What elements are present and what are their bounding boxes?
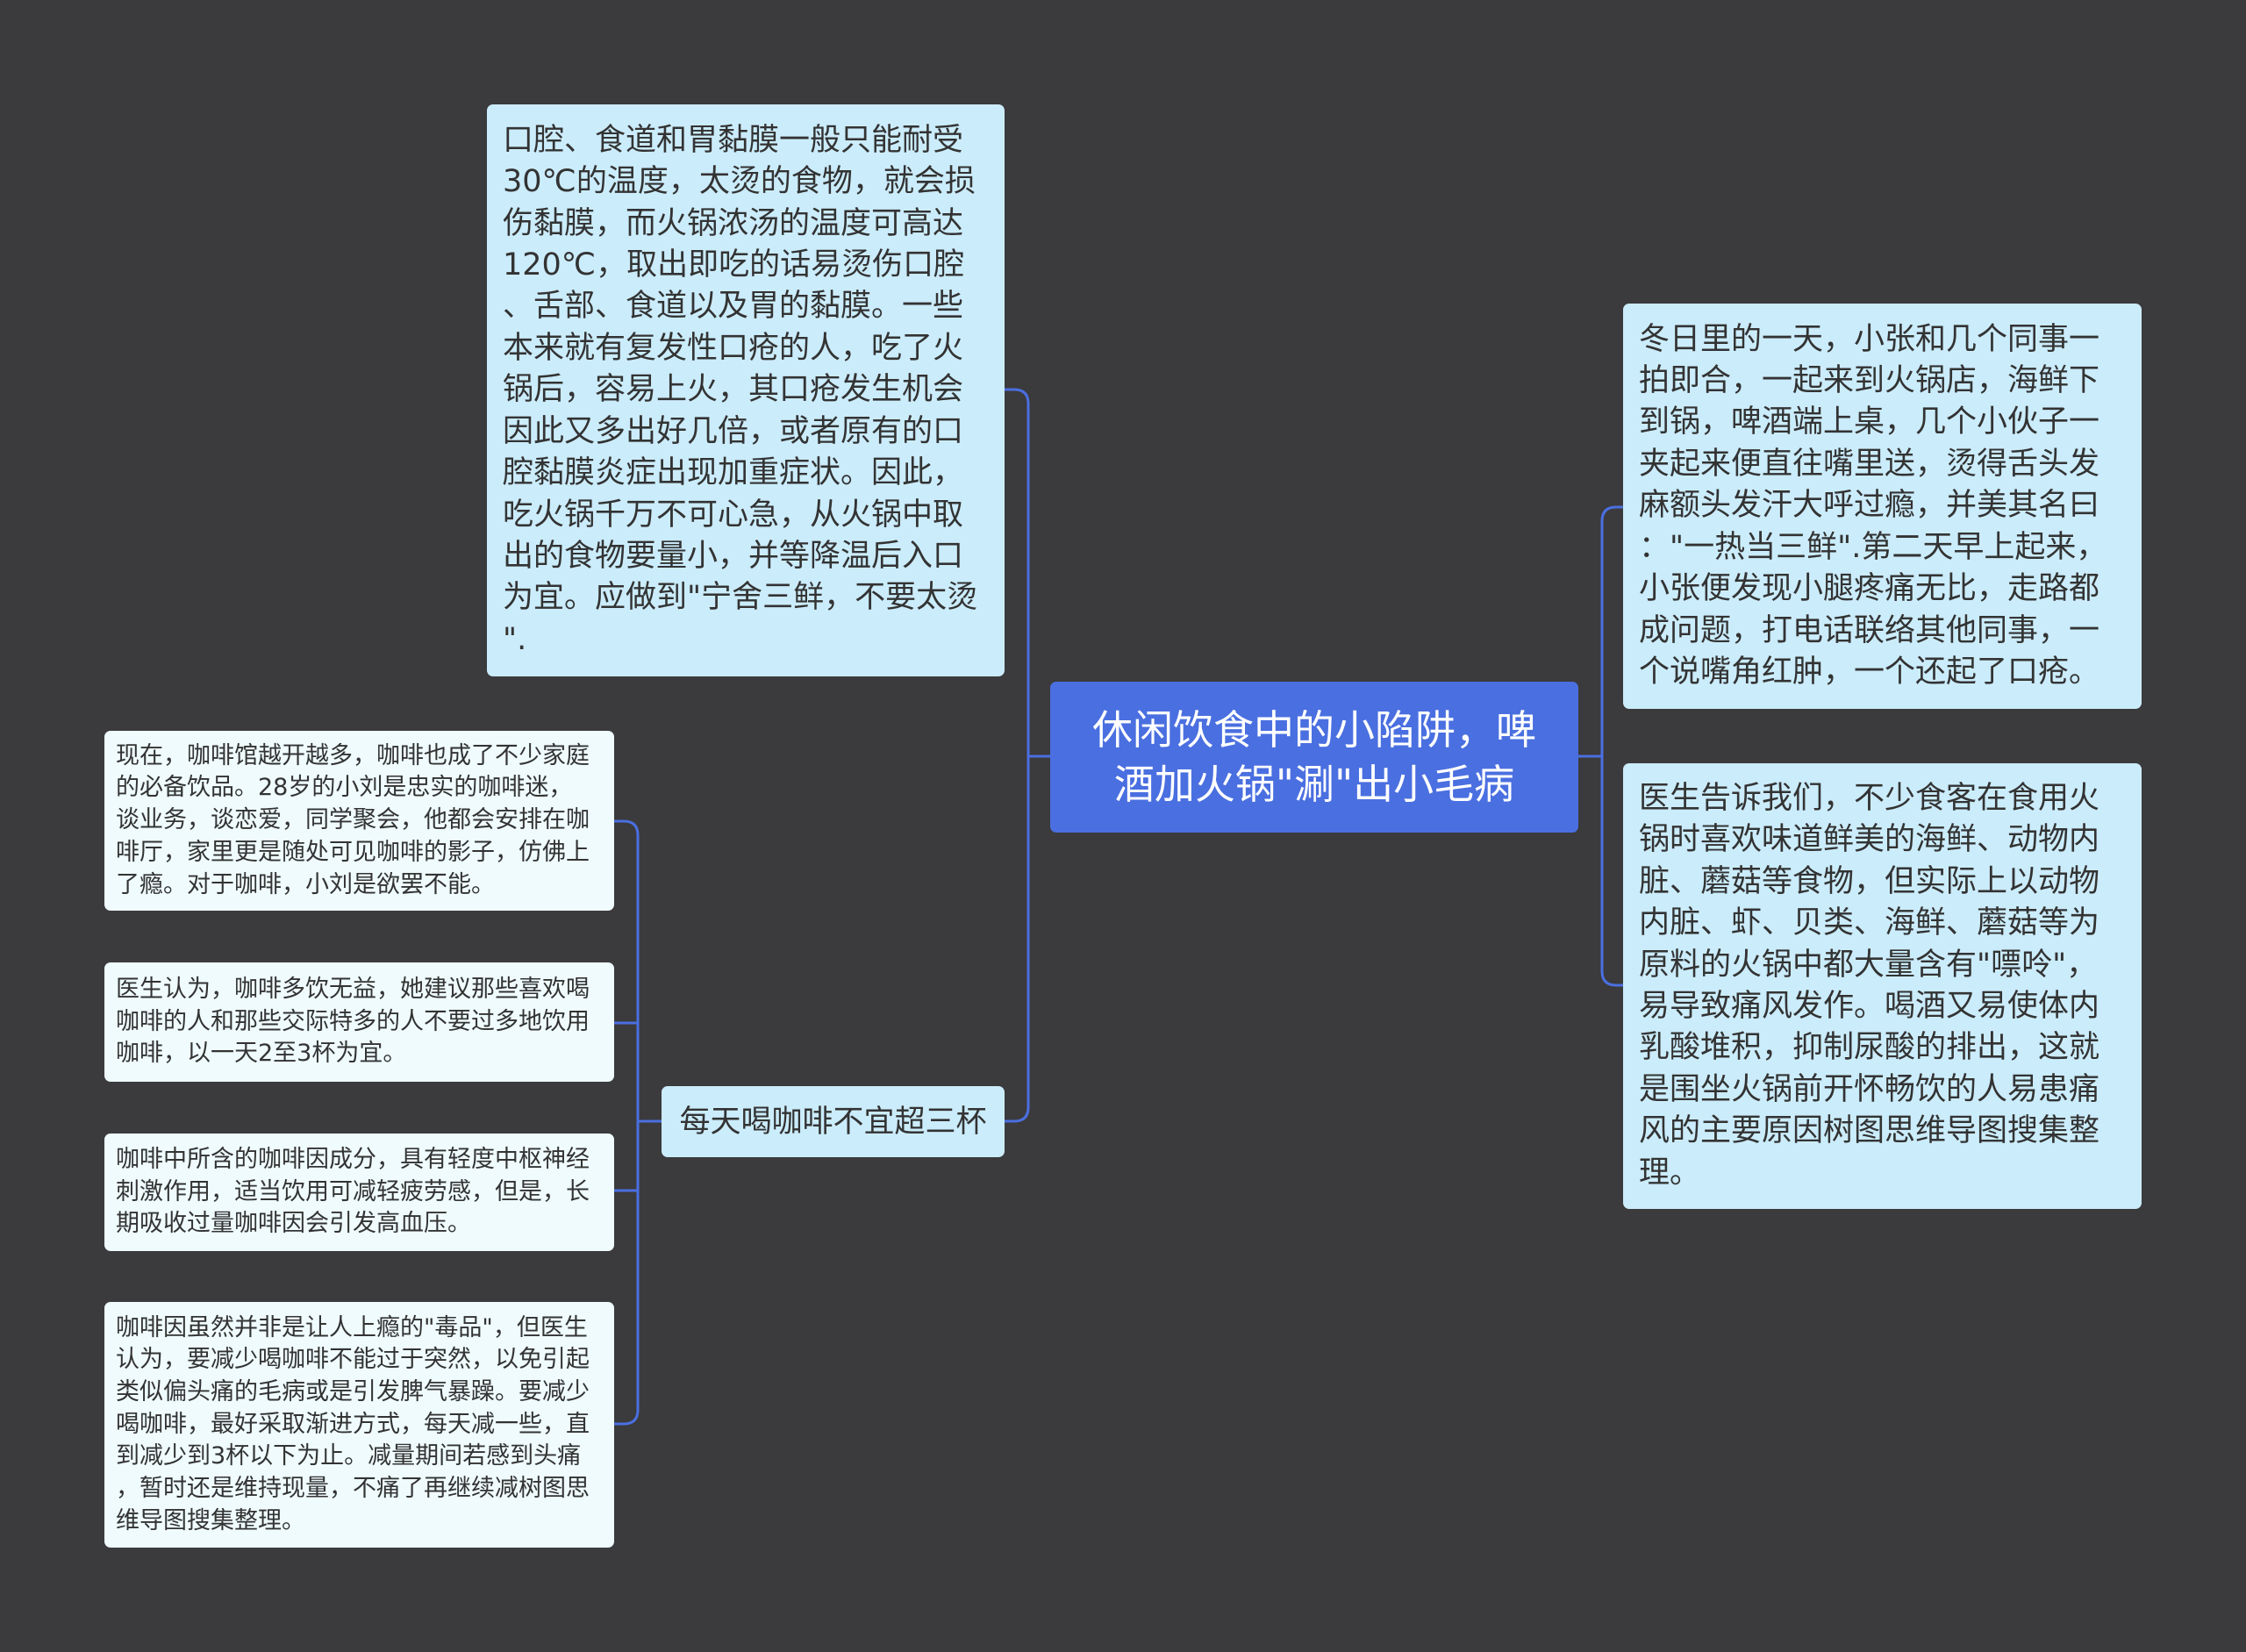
text-line: 个说嘴角红肿，一个还起了口疮。 <box>1639 654 2100 690</box>
text-line: 咖啡的人和那些交际特多的人不要过多地饮用 <box>116 1007 590 1035</box>
connector-coffee-trunk <box>612 819 640 1426</box>
text-line: 因此又多出好几倍，或者原有的口 <box>503 413 964 449</box>
text-line: ："一热当三鲜".第二天早上起来， <box>1639 529 2107 565</box>
central-topic-node[interactable]: 休闲饮食中的小陷阱，啤酒加火锅"涮"出小毛病 <box>1050 682 1578 833</box>
coffee-note-node[interactable]: 咖啡中所含的咖啡因成分，具有轻度中枢神经刺激作用，适当饮用可减轻疲劳感，但是，长… <box>104 1134 614 1251</box>
text-line: 伤黏膜，而火锅浓汤的温度可高达 <box>503 205 964 241</box>
text-line: 拍即合，一起来到火锅店，海鲜下 <box>1639 363 2100 399</box>
text-line: 腔黏膜炎症出现加重症状。因此， <box>503 455 964 491</box>
text-line: 医生告诉我们，不少食客在食用火 <box>1639 780 2100 816</box>
text-line: 成问题，打电话联络其他同事，一 <box>1639 612 2100 648</box>
text-line: 为宜。应做到"宁舍三鲜，不要太烫 <box>503 580 978 616</box>
connector-right-trunk <box>1600 505 1625 987</box>
text-line: 内脏、虾、贝类、海鲜、蘑菇等为 <box>1639 905 2100 941</box>
text-line: 咖啡中所含的咖啡因成分，具有轻度中枢神经 <box>116 1145 590 1173</box>
right-note-node[interactable]: 医生告诉我们，不少食客在食用火锅时喜欢味道鲜美的海鲜、动物内脏、蘑菇等食物，但实… <box>1623 763 2142 1209</box>
text-line: 了瘾。对于咖啡，小刘是欲罢不能。 <box>116 870 495 898</box>
text-line: 到锅，啤酒端上桌，几个小伙子一 <box>1639 404 2100 440</box>
text-line: 30℃的温度，太烫的食物，就会损 <box>503 164 976 200</box>
text-line: 喝咖啡，最好采取渐进方式，每天减一些，直 <box>116 1410 590 1438</box>
text-line: 类似偏头痛的毛病或是引发脾气暴躁。要减少 <box>116 1377 590 1405</box>
text-line: 、舌部、食道以及胃的黏膜。一些 <box>503 289 964 325</box>
text-line: 酒加火锅"涮"出小毛病 <box>1113 761 1515 808</box>
text-line: 锅时喜欢味道鲜美的海鲜、动物内 <box>1639 822 2100 858</box>
text-line: 啡厅，家里更是随处可见咖啡的影子，仿佛上 <box>116 838 590 866</box>
text-line: 脏、蘑菇等食物，但实际上以动物 <box>1639 863 2100 899</box>
text-line: 120℃，取出即吃的话易烫伤口腔 <box>503 247 965 283</box>
text-line: 夹起来便直往嘴里送，烫得舌头发 <box>1639 446 2100 482</box>
text-line: ". <box>503 621 527 657</box>
text-line: 出的食物要量小，并等降温后入口 <box>503 538 964 574</box>
text-line: 咖啡，以一天2至3杯为宜。 <box>116 1040 407 1068</box>
connector-left-trunk <box>1003 388 1030 1123</box>
text-line: 吃火锅千万不可心急，从火锅中取 <box>503 497 964 533</box>
text-line: 风的主要原因树图思维导图搜集整 <box>1639 1113 2100 1149</box>
text-line: 刺激作用，适当饮用可减轻疲劳感，但是，长 <box>116 1177 590 1205</box>
text-line: 期吸收过量咖啡因会引发高血压。 <box>116 1210 471 1238</box>
coffee-note-node[interactable]: 现在，咖啡馆越开越多，咖啡也成了不少家庭的必备饮品。28岁的小刘是忠实的咖啡迷，… <box>104 731 614 911</box>
text-line: 到减少到3杯以下为止。减量期间若感到头痛 <box>116 1442 582 1470</box>
text-line: 口腔、食道和胃黏膜一般只能耐受 <box>503 122 964 158</box>
text-line: ，暂时还是维持现量，不痛了再继续减树图思 <box>116 1475 590 1503</box>
text-line: 小张便发现小腿疼痛无比，走路都 <box>1639 571 2100 607</box>
text-line: 易导致痛风发作。喝酒又易使体内 <box>1639 989 2100 1024</box>
coffee-topic-node[interactable]: 每天喝咖啡不宜超三杯 <box>662 1086 1005 1157</box>
text-line: 谈业务，谈恋爱，同学聚会，他都会安排在咖 <box>116 806 590 834</box>
right-note-node[interactable]: 冬日里的一天，小张和几个同事一拍即合，一起来到火锅店，海鲜下到锅，啤酒端上桌，几… <box>1623 304 2142 709</box>
text-line: 冬日里的一天，小张和几个同事一 <box>1639 321 2100 357</box>
text-line: 本来就有复发性口疮的人，吃了火 <box>503 330 964 366</box>
left-detail-node[interactable]: 口腔、食道和胃黏膜一般只能耐受 30℃的温度，太烫的食物，就会损伤黏膜，而火锅浓汤… <box>487 104 1005 676</box>
text-line: 认为，要减少喝咖啡不能过于突然，以免引起 <box>116 1346 590 1374</box>
text-line: 维导图搜集整理。 <box>116 1506 305 1534</box>
text-line: 现在，咖啡馆越开越多，咖啡也成了不少家庭 <box>116 741 590 769</box>
text-line: 是围坐火锅前开怀畅饮的人易患痛 <box>1639 1071 2100 1107</box>
text-line: 麻额头发汗大呼过瘾，并美其名曰 <box>1639 488 2100 524</box>
text-line: 的必备饮品。28岁的小刘是忠实的咖啡迷， <box>116 774 573 802</box>
text-line: 乳酸堆积，抑制尿酸的排出，这就 <box>1639 1030 2100 1066</box>
coffee-note-node[interactable]: 咖啡因虽然并非是让人上瘾的"毒品"，但医生认为，要减少喝咖啡不能过于突然，以免引… <box>104 1302 614 1548</box>
coffee-note-node[interactable]: 医生认为，咖啡多饮无益，她建议那些喜欢喝咖啡的人和那些交际特多的人不要过多地饮用… <box>104 962 614 1082</box>
text-line: 休闲饮食中的小陷阱，啤 <box>1092 706 1536 754</box>
text-line: 咖啡因虽然并非是让人上瘾的"毒品"，但医生 <box>116 1313 588 1341</box>
text-line: 医生认为，咖啡多饮无益，她建议那些喜欢喝 <box>116 975 590 1003</box>
text-line: 理。 <box>1639 1155 1701 1191</box>
text-line: 原料的火锅中都大量含有"嘌呤"， <box>1639 947 2098 983</box>
text-line: 锅后，容易上火，其口疮发生机会 <box>503 372 964 408</box>
coffee-topic-label: 每天喝咖啡不宜超三杯 <box>679 1104 987 1140</box>
